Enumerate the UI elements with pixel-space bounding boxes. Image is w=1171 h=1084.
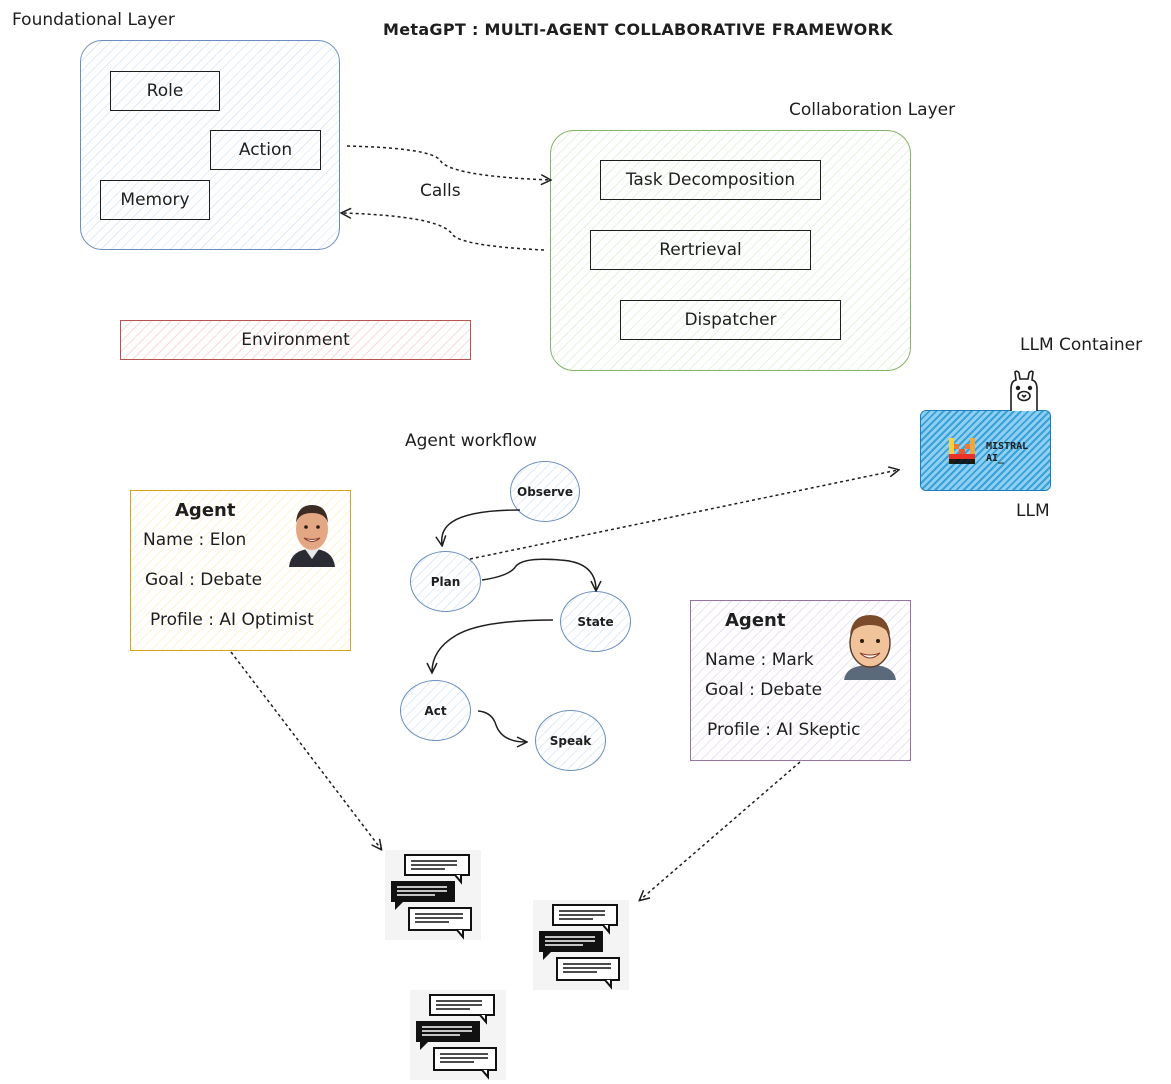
role-box: Role	[110, 71, 220, 111]
act-to-speak-arrow	[477, 710, 526, 742]
agent-mark-name: Name : Mark	[705, 650, 814, 670]
avatar-elon	[287, 497, 337, 567]
llm-box	[920, 410, 1051, 491]
llama-icon	[1002, 369, 1046, 413]
llm-container-label: LLM Container	[1020, 335, 1143, 355]
foundational-layer-label: Foundational Layer	[12, 10, 175, 30]
mistral-logo-line-1: MISTRAL	[986, 441, 1029, 452]
agent-elon-title: Agent	[175, 500, 236, 521]
agent-elon-goal: Goal : Debate	[145, 570, 263, 590]
agent-workflow-label: Agent workflow	[405, 431, 537, 451]
return-arrow	[342, 213, 545, 251]
environment-box: Environment	[120, 320, 471, 360]
workflow-node-state: State	[560, 591, 631, 652]
calls-label: Calls	[420, 181, 461, 201]
chat-bubbles-icon	[410, 990, 506, 1080]
agent-mark-profile: Profile : AI Skeptic	[707, 720, 861, 740]
memory-box: Memory	[100, 180, 210, 220]
collaboration-layer-container	[550, 130, 911, 371]
mistral-logo-line-2: AI_	[986, 453, 1005, 464]
collaboration-layer-label: Collaboration Layer	[789, 100, 956, 120]
agent-elon-name: Name : Elon	[143, 530, 247, 550]
task-decomposition-box: Task Decomposition	[600, 160, 821, 200]
chat-bubbles-icon	[533, 900, 629, 990]
agent-elon-profile: Profile : AI Optimist	[150, 610, 314, 630]
avatar-mark	[840, 607, 900, 680]
state-to-act-arrow	[432, 619, 554, 672]
action-box: Action	[210, 130, 321, 170]
mistral-logo-text: MISTRAL AI_	[986, 441, 1028, 465]
elon-to-chat-arrow	[230, 651, 381, 849]
workflow-node-plan: Plan	[410, 551, 481, 612]
workflow-node-speak: Speak	[535, 710, 606, 771]
plan-to-state-arrow	[481, 558, 596, 590]
workflow-node-act: Act	[400, 680, 471, 741]
llm-label: LLM	[1016, 501, 1050, 521]
calls-arrow	[346, 145, 550, 180]
agent-mark-goal: Goal : Debate	[705, 680, 823, 700]
mark-to-chat-arrow	[640, 761, 801, 900]
agent-mark-title: Agent	[725, 610, 786, 631]
dispatcher-box: Dispatcher	[620, 300, 841, 340]
retrieval-box: Rertrieval	[590, 230, 811, 270]
chat-bubbles-icon	[385, 850, 481, 940]
mistral-logo-icon	[947, 436, 977, 466]
workflow-node-observe: Observe	[510, 461, 580, 522]
observe-to-plan-arrow	[442, 509, 521, 545]
diagram-title: MetaGPT : MULTI-AGENT COLLABORATIVE FRAM…	[383, 20, 893, 39]
